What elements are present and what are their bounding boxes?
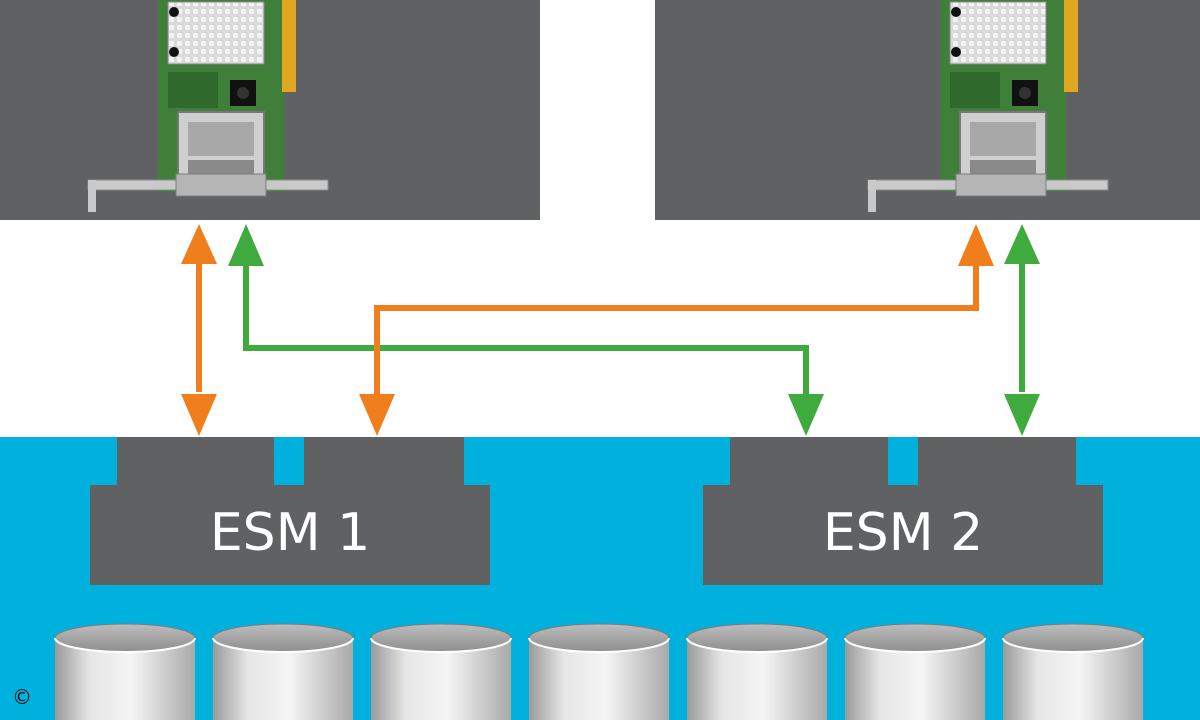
disk-array	[54, 623, 1144, 720]
connections	[181, 224, 1040, 436]
server-1-hba-card	[158, 0, 296, 192]
esm-2-port-b	[918, 437, 1076, 487]
server-2-hba-card	[940, 0, 1078, 192]
esm-2-body	[703, 485, 1103, 585]
server-2-bracket	[867, 173, 1109, 212]
esm-1-label: ESM 1	[210, 503, 370, 563]
green-link-server1-esm2	[228, 224, 824, 436]
esm-1-port-b	[304, 437, 464, 487]
green-link-server2-esm2	[1004, 224, 1040, 436]
server-2	[655, 0, 1200, 220]
disk-drive	[54, 623, 196, 720]
server-1-bracket	[87, 173, 329, 212]
esm-1-port-a	[117, 437, 274, 487]
disk-drive	[844, 623, 986, 720]
orange-link-server1-esm1	[181, 224, 217, 436]
copyright-mark: ©	[12, 685, 32, 709]
esm-2-label: ESM 2	[823, 503, 983, 563]
esm-2-module: ESM 2	[703, 437, 1103, 585]
disk-drive	[528, 623, 670, 720]
disk-drive	[686, 623, 828, 720]
esm-1-module: ESM 1	[90, 437, 490, 585]
disk-drive	[370, 623, 512, 720]
disk-drive	[212, 623, 354, 720]
esm-2-port-a	[730, 437, 888, 487]
esm-1-body	[90, 485, 490, 585]
server-1	[0, 0, 540, 220]
disk-drive	[1002, 623, 1144, 720]
orange-link-server2-esm1	[359, 224, 994, 436]
